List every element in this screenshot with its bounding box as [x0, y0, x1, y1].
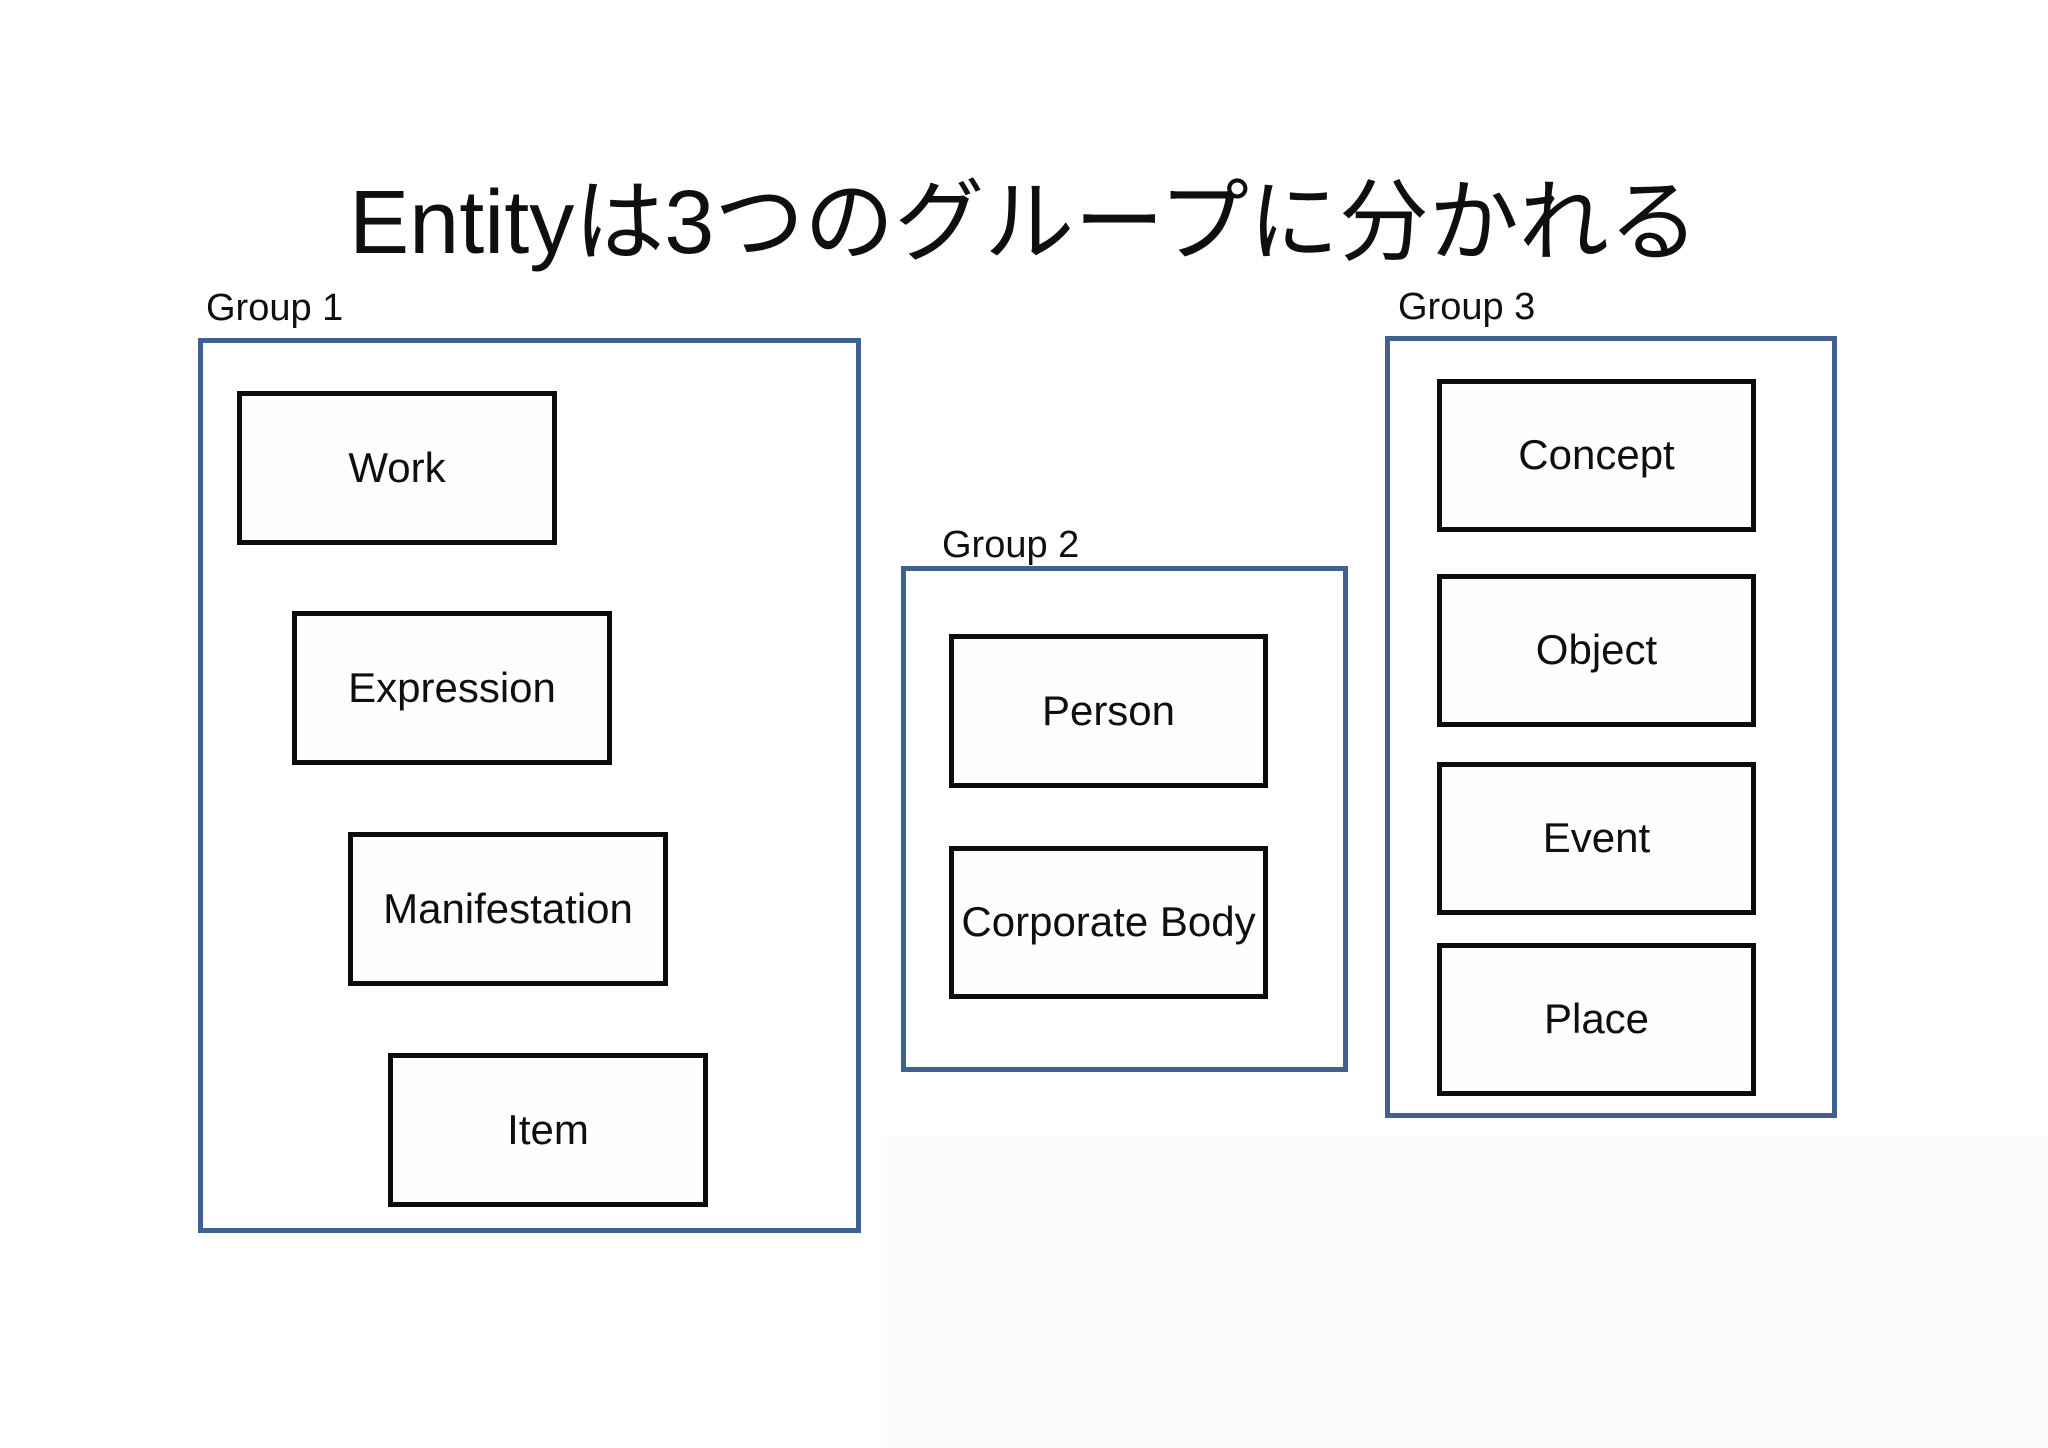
entity-box-object: Object — [1437, 574, 1756, 727]
group3-container — [1385, 336, 1837, 1118]
entity-box-label: Place — [1543, 995, 1650, 1043]
entity-box-manifestation: Manifestation — [348, 832, 668, 986]
entity-box-place: Place — [1437, 943, 1756, 1096]
entity-box-label: Item — [507, 1105, 589, 1153]
entity-box-item: Item — [388, 1053, 708, 1207]
entity-box-event: Event — [1437, 762, 1756, 915]
entity-box-work: Work — [237, 391, 557, 545]
entity-box-expression: Expression — [292, 611, 612, 765]
entity-box-corporate-body: Corporate Body — [949, 846, 1268, 999]
entity-box-label: Manifestation — [383, 884, 633, 932]
group2-container — [901, 566, 1348, 1072]
entity-box-label: Object — [1535, 626, 1658, 674]
entity-box-label: Work — [348, 443, 446, 491]
entity-box-label: Corporate Body — [961, 898, 1256, 946]
group1-label: Group 1 — [206, 287, 344, 329]
entity-box-label: Concept — [1518, 431, 1675, 479]
group3-label: Group 3 — [1398, 286, 1536, 328]
background-shade — [881, 1136, 2048, 1448]
group1-container — [198, 338, 861, 1233]
entity-box-concept: Concept — [1437, 379, 1756, 532]
entity-box-person: Person — [949, 634, 1268, 788]
page-title: Entityは3つのグループに分かれる — [349, 173, 1699, 273]
group2-label: Group 2 — [942, 524, 1080, 566]
entity-box-label: Expression — [348, 663, 556, 711]
entity-box-label: Person — [1041, 686, 1176, 734]
entity-box-label: Event — [1542, 814, 1651, 862]
